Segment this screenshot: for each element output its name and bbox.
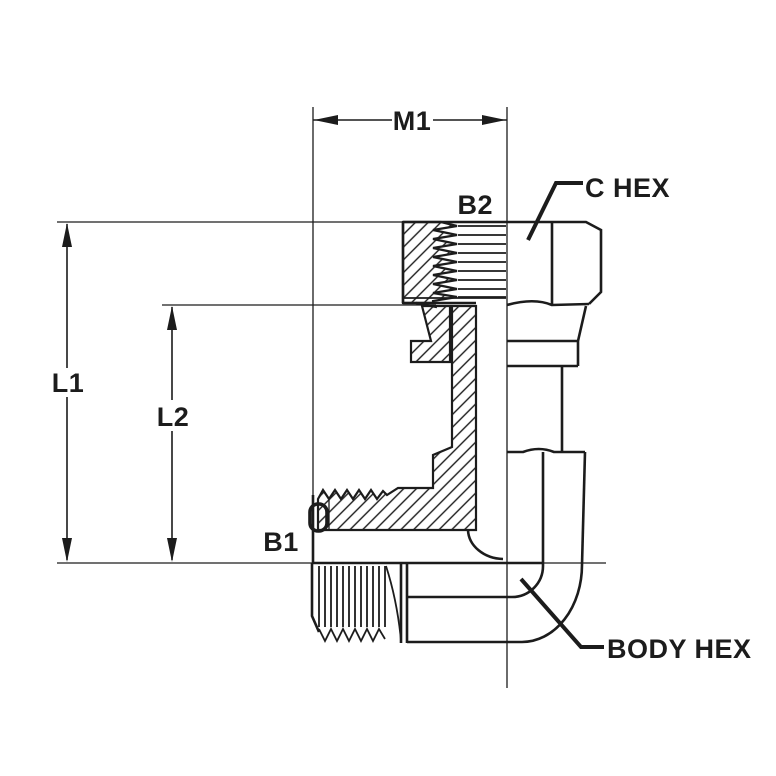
l1-arrow-top: [62, 223, 72, 247]
sleeve-section-hatch: [409, 304, 452, 364]
thread-shoulder-faces: [399, 564, 409, 643]
body-hex-label: BODY HEX: [607, 634, 752, 664]
body-section: [316, 301, 504, 561]
l2-label: L2: [157, 402, 190, 432]
swivel-nut-section: [401, 220, 506, 305]
internal-thread-lines: [458, 225, 506, 298]
dimension-l2: L2: [157, 306, 190, 562]
o-ring: [308, 502, 329, 533]
nut-bottom-edge: [506, 299, 590, 307]
dimension-l1: L1: [52, 223, 85, 562]
body-hex-leader-line: [519, 577, 604, 649]
b2-label: B2: [457, 190, 493, 220]
callout-body-hex: BODY HEX: [519, 577, 752, 664]
male-thread-port: [308, 495, 543, 644]
body-hex-top-edge: [507, 447, 585, 454]
l1-arrow-bottom: [62, 538, 72, 562]
body-hex-face-line: [407, 452, 545, 599]
l2-arrow-bottom: [167, 538, 177, 562]
thread-crest-zigzag: [318, 626, 386, 644]
port-left-chamfer: [310, 563, 321, 633]
l2-arrow-top: [167, 306, 177, 330]
body-hex-right-edge: [580, 451, 587, 566]
m1-label: M1: [393, 106, 432, 136]
nut-collar-and-tube: [507, 305, 588, 452]
c-hex-nut: [401, 220, 603, 307]
elbow-outer-curve: [407, 564, 584, 644]
nut-top-right-outline: [403, 220, 603, 305]
dimension-m1: M1: [313, 106, 507, 136]
body-wall-section-hatch: [316, 304, 478, 532]
body-hex-elbow: [407, 447, 587, 644]
nut-wall-section-hatch: [401, 220, 458, 305]
m1-arrow-right: [482, 115, 506, 125]
callout-c-hex: C HEX: [526, 173, 670, 241]
external-thread-lines: [318, 566, 386, 627]
collar-outline: [507, 305, 588, 368]
m1-arrow-left: [314, 115, 338, 125]
c-hex-label: C HEX: [585, 173, 670, 203]
c-hex-leader-line: [526, 181, 583, 241]
l1-label: L1: [52, 368, 85, 398]
b1-label: B1: [263, 527, 299, 557]
bore-corner-arc: [466, 529, 504, 561]
thread-runout-curve: [385, 565, 402, 641]
